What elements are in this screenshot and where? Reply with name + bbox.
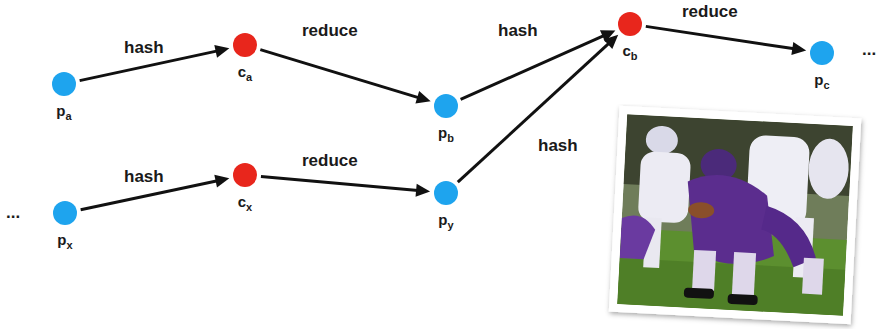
ellipsis-label: ... — [6, 203, 20, 223]
chain-dot: ca — [233, 33, 257, 57]
node-label: py — [438, 211, 453, 228]
arrow-connector — [260, 50, 430, 104]
node-label: pb — [438, 124, 454, 141]
node-label: cb — [622, 42, 637, 59]
chain-dot: pa — [52, 72, 76, 96]
arrow-connector — [261, 176, 430, 196]
chain-dot: pc — [810, 41, 834, 65]
chain-dot: cx — [233, 163, 257, 187]
edge-label: hash — [496, 21, 540, 41]
edge-label: hash — [122, 167, 166, 187]
edge-label: reduce — [680, 2, 740, 22]
edge-label: hash — [122, 38, 166, 58]
node-label: cx — [238, 193, 252, 210]
chain-dot: px — [53, 201, 77, 225]
edge-label: reduce — [300, 151, 360, 171]
arrow-connector — [646, 26, 806, 55]
football-photo — [596, 104, 894, 329]
edge-label: reduce — [300, 21, 360, 41]
node-label: pa — [56, 102, 71, 119]
node-label: px — [57, 231, 72, 248]
edge-label: hash — [536, 136, 580, 156]
ellipsis-label: ... — [862, 40, 876, 60]
chain-dot: pb — [434, 94, 458, 118]
node-label: ca — [238, 63, 252, 80]
chain-dot: py — [434, 181, 458, 205]
chain-dot: cb — [618, 12, 642, 36]
arrow-connector — [458, 35, 618, 182]
node-label: pc — [814, 71, 829, 88]
